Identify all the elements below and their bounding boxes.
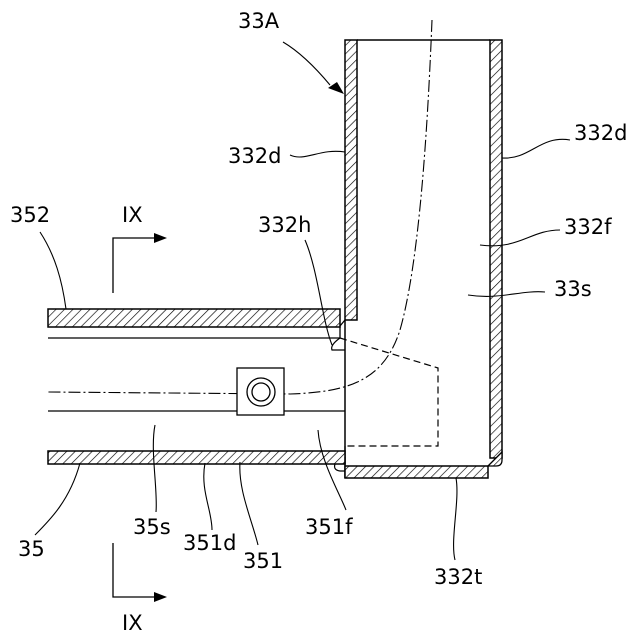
label-332d-left: 332d [228, 144, 281, 168]
section-mark-bottom [113, 543, 167, 602]
label-35: 35 [18, 537, 45, 561]
section-mark-top [113, 233, 167, 293]
label-332t: 332t [434, 565, 482, 589]
right-wall-332d [490, 40, 502, 458]
hole-332h-edge [332, 338, 345, 350]
label-IX-top: IX [122, 203, 143, 227]
hidden-outline [340, 338, 438, 466]
assembly-arrowhead [328, 82, 344, 94]
label-332h: 332h [258, 213, 311, 237]
label-33A: 33A [238, 9, 280, 33]
bottom-wall-332t [345, 466, 488, 478]
lower-wall-351 [48, 451, 345, 464]
label-IX-bottom: IX [122, 611, 143, 635]
label-351d: 351d [183, 531, 236, 555]
left-wall-332d [345, 40, 357, 320]
label-351: 351 [243, 549, 283, 573]
label-352: 352 [10, 203, 50, 227]
label-332d-right: 332d [574, 121, 627, 145]
label-351f: 351f [305, 515, 353, 539]
fitting-inner-ring [252, 383, 270, 401]
label-35s: 35s [133, 515, 171, 539]
bottom-joint-curve [335, 464, 345, 471]
label-332f: 332f [564, 215, 612, 239]
label-33s: 33s [554, 277, 592, 301]
upper-wall-352 [48, 309, 340, 327]
